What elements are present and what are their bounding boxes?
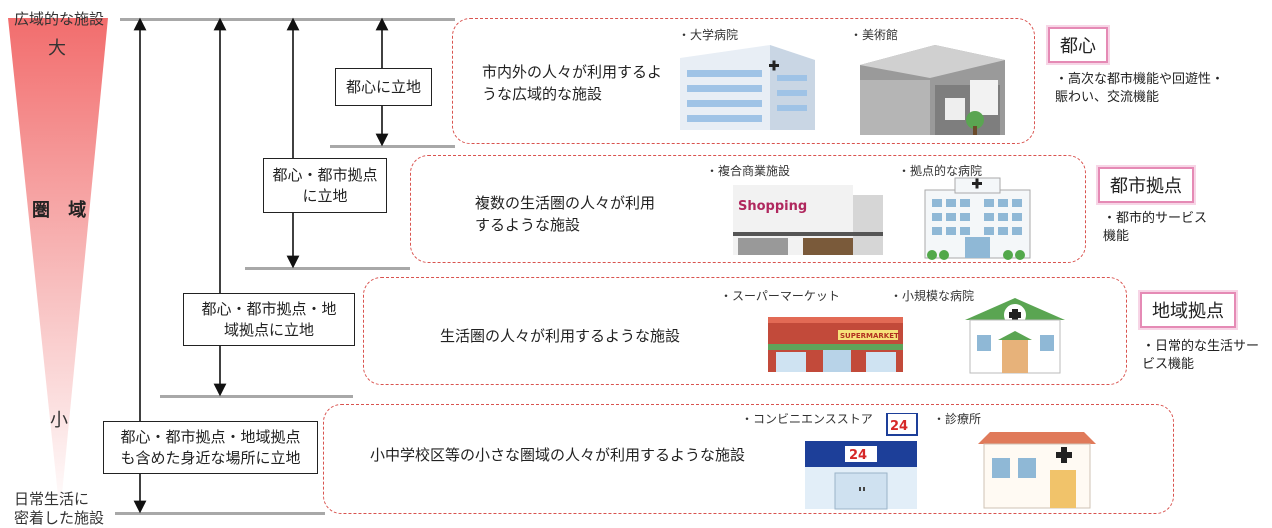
category-badge-chiiki-kyoten: 地域拠点 (1140, 292, 1236, 328)
facility-supermarket-label: ・スーパーマーケット (720, 289, 840, 303)
tier-chiiki-kyoten-functions: ・日常的な生活サービス機能 (1142, 339, 1260, 373)
facility-clinic-label: ・診療所 (933, 412, 982, 426)
scale-small-label: 小 (50, 410, 68, 431)
art-museum-illustration (860, 45, 1005, 135)
commercial-complex-illustration: Shopping (733, 185, 883, 255)
small-hospital-illustration (965, 298, 1065, 374)
level-line-3 (160, 395, 353, 398)
scale-top-label: 広域的な施設 (14, 10, 105, 28)
scale-wedge (8, 18, 108, 515)
shopping-sign-text: Shopping (738, 199, 807, 214)
level-line-bottom (115, 512, 325, 515)
store-front-sign-text: 24 (849, 448, 867, 463)
scale-bottom-label-line1: 日常生活に (14, 490, 90, 508)
store-pole-sign-text: 24 (890, 419, 908, 434)
level-line-2 (245, 267, 410, 270)
facility-art-museum-label: ・美術館 (850, 28, 899, 42)
university-hospital-illustration (680, 45, 815, 130)
location-label-chiiki-kyoten: 都心・都市拠点・地域拠点に立地 (183, 293, 355, 346)
category-badge-toshi-kyoten: 都市拠点 (1098, 167, 1194, 203)
tier-toshin-description: 市内外の人々が利用するような広域的な施設 (482, 63, 663, 103)
convenience-store-illustration: 24 24 (805, 413, 918, 510)
facility-small-hospital-label: ・小規模な病院 (890, 289, 975, 303)
location-label-toshin: 都心に立地 (335, 68, 432, 106)
tier-mijika (323, 404, 1174, 514)
tier-chiiki-kyoten (363, 277, 1127, 385)
tier-toshi-kyoten-description: 複数の生活圏の人々が利用するような施設 (475, 194, 656, 234)
tier-chiiki-kyoten-description: 生活圏の人々が利用するような施設 (440, 327, 681, 345)
facility-core-hospital-label: ・拠点的な病院 (898, 164, 983, 178)
clinic-illustration (978, 432, 1096, 509)
scale-large-label: 大 (48, 38, 66, 59)
supermarket-illustration: SUPERMARKET (768, 317, 903, 372)
level-line-1 (330, 145, 455, 148)
scale-bottom-label-line2: 密着した施設 (14, 508, 105, 527)
scale-range-label: 圏 域 (32, 200, 93, 221)
location-label-mijika: 都心・都市拠点・地域拠点も含めた身近な場所に立地 (103, 421, 318, 474)
location-label-toshi-kyoten: 都心・都市拠点に立地 (263, 158, 387, 213)
tier-toshin-functions: ・高次な都市機能や回遊性・賑わい、交流機能 (1055, 72, 1225, 106)
tier-toshi-kyoten (410, 155, 1086, 263)
core-hospital-illustration (924, 177, 1031, 260)
facility-commercial-complex-label: ・複合商業施設 (706, 164, 791, 178)
category-badge-toshin: 都心 (1048, 27, 1108, 63)
tier-toshi-kyoten-functions: ・都市的サービス機能 (1103, 211, 1208, 245)
tier-mijika-description: 小中学校区等の小さな圏域の人々が利用するような施設 (370, 446, 746, 464)
scale-bottom-label: 日常生活に 密着した施設 (14, 490, 104, 528)
tier-toshin (452, 18, 1035, 144)
facility-convenience-store-label: ・コンビニエンスストア (741, 412, 873, 426)
facility-university-hospital-label: ・大学病院 (678, 28, 739, 42)
supermarket-sign-text: SUPERMARKET (840, 332, 899, 340)
